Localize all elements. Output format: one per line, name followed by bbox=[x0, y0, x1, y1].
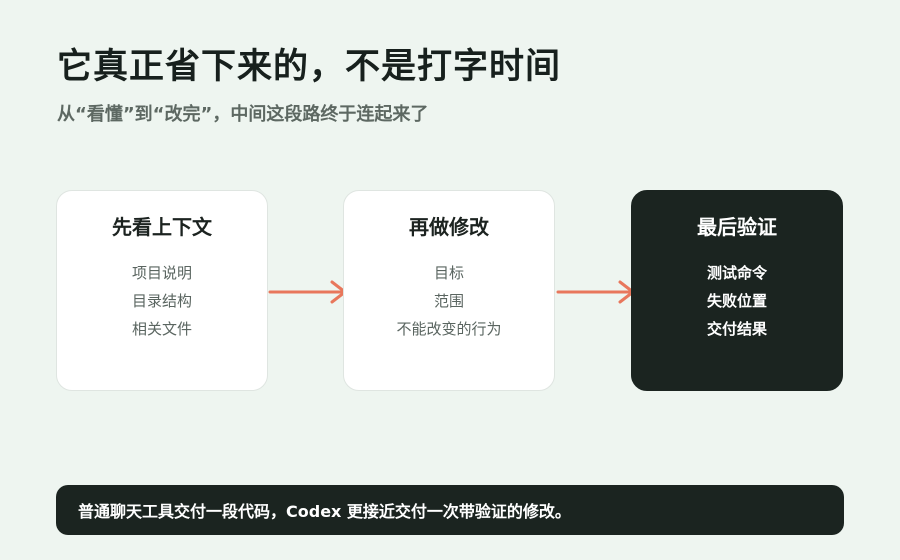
step-card-item: 目录结构 bbox=[131, 292, 192, 310]
step-card-item: 范围 bbox=[433, 292, 464, 310]
step-card-item: 项目说明 bbox=[131, 264, 192, 282]
step-card-item: 失败位置 bbox=[706, 292, 767, 310]
arrow-right-icon bbox=[268, 280, 347, 304]
summary-text: 普通聊天工具交付一段代码，Codex 更接近交付一次带验证的修改。 bbox=[78, 502, 571, 521]
step-card-item: 不能改变的行为 bbox=[396, 320, 502, 338]
step-card-verify: 最后验证 测试命令 失败位置 交付结果 bbox=[631, 190, 843, 391]
arrow-right-icon bbox=[556, 280, 635, 304]
step-card-item: 测试命令 bbox=[706, 264, 767, 282]
step-card-context: 先看上下文 项目说明 目录结构 相关文件 bbox=[56, 190, 268, 391]
step-card-list: 项目说明 目录结构 相关文件 bbox=[57, 259, 267, 343]
step-card-item: 交付结果 bbox=[706, 320, 767, 338]
step-card-title: 最后验证 bbox=[697, 215, 777, 239]
step-card-list: 测试命令 失败位置 交付结果 bbox=[632, 259, 842, 343]
step-card-title: 先看上下文 bbox=[112, 215, 212, 239]
step-card-item: 目标 bbox=[433, 264, 464, 282]
step-card-list: 目标 范围 不能改变的行为 bbox=[344, 259, 554, 343]
step-card-modify: 再做修改 目标 范围 不能改变的行为 bbox=[343, 190, 555, 391]
page-subtitle: 从“看懂”到“改完”，中间这段路终于连起来了 bbox=[57, 104, 429, 125]
step-card-item: 相关文件 bbox=[131, 320, 192, 338]
summary-banner: 普通聊天工具交付一段代码，Codex 更接近交付一次带验证的修改。 bbox=[56, 485, 844, 535]
page-title: 它真正省下来的，不是打字时间 bbox=[57, 47, 562, 87]
step-card-title: 再做修改 bbox=[409, 215, 489, 239]
